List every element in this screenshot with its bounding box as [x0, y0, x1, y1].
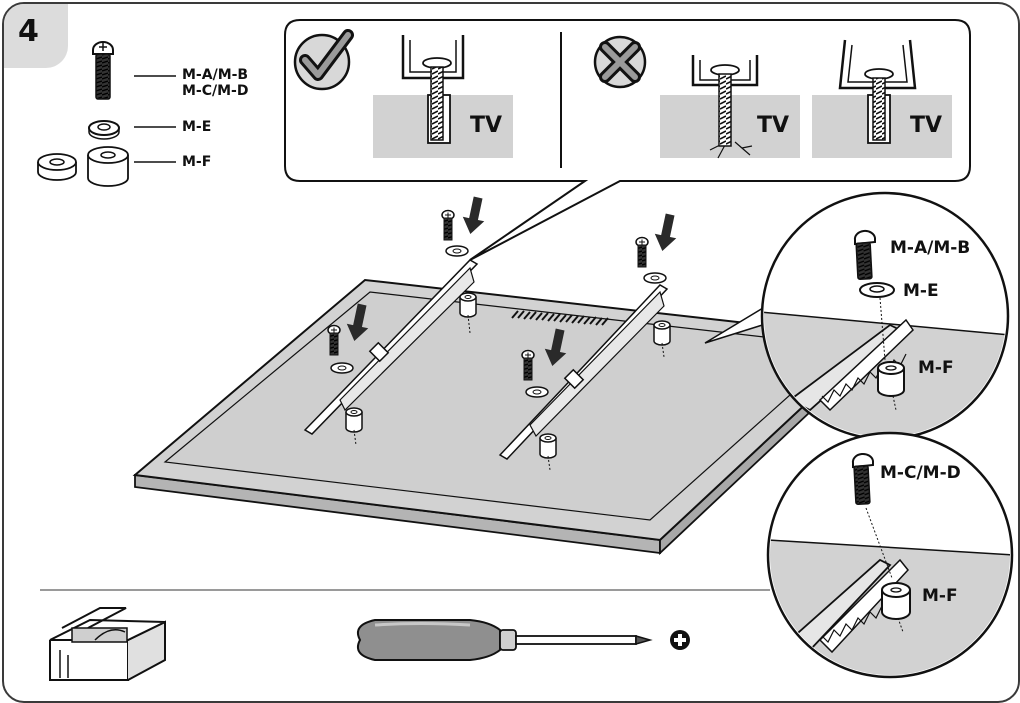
rail-left: [303, 259, 479, 435]
screwdriver-icon: [356, 619, 653, 661]
checkmark-icon: [293, 29, 354, 91]
vent-slots: [511, 310, 609, 326]
rail-right: [498, 284, 669, 460]
zoom-circle-bottom: [766, 431, 1014, 679]
zoom-circle-top: [704, 191, 1010, 441]
zoom-top-screw-label: M-A/M-B: [890, 238, 971, 258]
correct-panel: [293, 29, 513, 158]
label-screw-mcmd: M-C/M-D: [182, 83, 249, 99]
zoom-screw-bottom: [851, 453, 874, 505]
spacer-short-icon: [37, 153, 77, 181]
tv-label-too-short: TV: [910, 113, 943, 138]
tv-label-correct: TV: [470, 113, 503, 138]
parts-legend: [37, 41, 176, 187]
phillips-plus-icon: [670, 630, 690, 650]
zoom-washer-top: [859, 282, 895, 298]
zoom-top-spacer-label: M-F: [918, 358, 954, 378]
cross-icon: [593, 35, 647, 89]
incorrect-panel: [593, 35, 952, 159]
zoom-spacer-top: [877, 361, 905, 397]
zoom-top-washer-label: M-E: [903, 281, 939, 301]
zoom-screw-top: [853, 230, 876, 280]
label-spacer: M-F: [182, 154, 212, 170]
zoom-bottom-screw-label: M-C/M-D: [880, 463, 961, 483]
label-washer: M-E: [182, 119, 212, 135]
step-tab: 4: [4, 4, 68, 68]
toolbox-icon: [49, 607, 166, 681]
tv-label-too-long: TV: [757, 113, 790, 138]
screw-icon: [92, 41, 114, 100]
label-screw-mamb: M-A/M-B: [182, 67, 249, 83]
hardware-mid-left: [327, 302, 373, 446]
washer-icon: [88, 120, 120, 140]
spacer-tall-icon: [87, 146, 129, 187]
step-number: 4: [18, 14, 39, 49]
tv-back: [132, 278, 812, 556]
zoom-bottom-spacer-label: M-F: [922, 586, 958, 606]
zoom-spacer-bottom: [881, 582, 911, 620]
hardware-top-left: [441, 195, 489, 334]
callout-box: [284, 19, 971, 261]
